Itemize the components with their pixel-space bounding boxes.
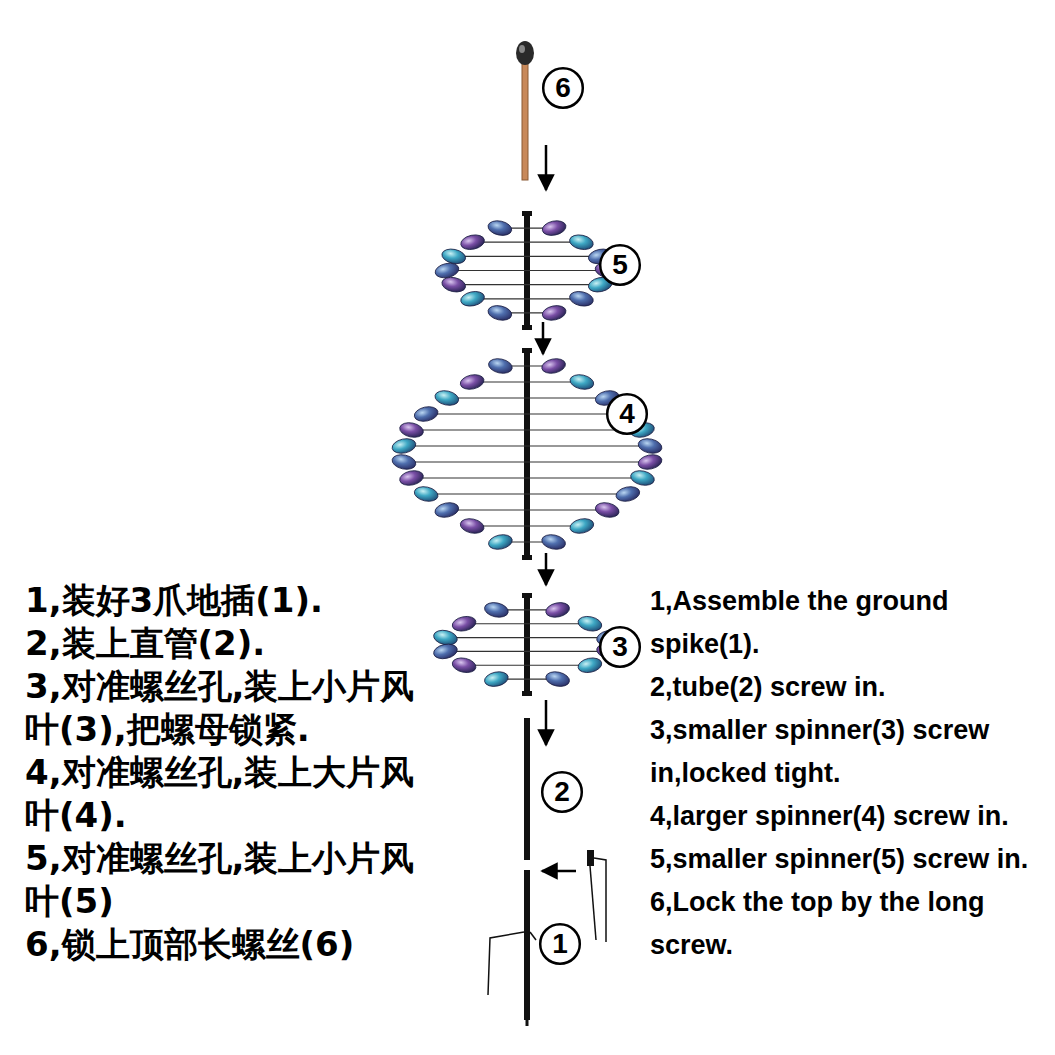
step-instruction: 3,smaller spinner(3) screw in,locked tig… [650,709,1048,795]
straight-tube [524,718,530,860]
step-instruction: 2,装上直管(2). [25,622,425,665]
step-instruction: 3,对准螺丝孔,装上小片风叶(3),把螺母锁紧. [25,665,425,751]
spinner [391,348,663,560]
step-instruction: 6,Lock the top by the long screw. [650,881,1048,967]
callout-circle: 6 [541,66,585,110]
english-steps: 1,Assemble the ground spike(1).2,tube(2)… [650,580,1048,967]
step-instruction: 6,锁上顶部长螺丝(6) [25,923,425,966]
callout-circle: 1 [538,922,582,966]
callout-number: 1 [552,930,568,958]
spinner [432,593,621,696]
callout-number: 3 [612,633,628,661]
callout-number: 2 [554,778,570,806]
callout-number: 5 [612,251,628,279]
spike-leg [587,850,606,942]
spinner [434,211,620,330]
callout-circle: 4 [605,392,649,436]
step-instruction: 4,对准螺丝孔,装上大片风叶(4). [25,751,425,837]
ground-spike [488,870,536,1026]
chinese-steps: 1,装好3爪地插(1).2,装上直管(2).3,对准螺丝孔,装上小片风叶(3),… [25,579,425,966]
step-instruction: 1,装好3爪地插(1). [25,579,425,622]
callout-number: 6 [555,74,571,102]
callout-number: 4 [619,400,635,428]
long-screw [516,41,534,180]
callout-circle: 3 [598,625,642,669]
step-instruction: 4,larger spinner(4) screw in. [650,795,1048,838]
assembly-arrow [542,145,576,871]
step-instruction: 5,smaller spinner(5) screw in. [650,838,1048,881]
step-instruction: 2,tube(2) screw in. [650,666,1048,709]
callout-circle: 5 [598,243,642,287]
callout-circle: 2 [540,770,584,814]
step-instruction: 5,对准螺丝孔,装上小片风叶(5) [25,837,425,923]
step-instruction: 1,Assemble the ground spike(1). [650,580,1048,666]
